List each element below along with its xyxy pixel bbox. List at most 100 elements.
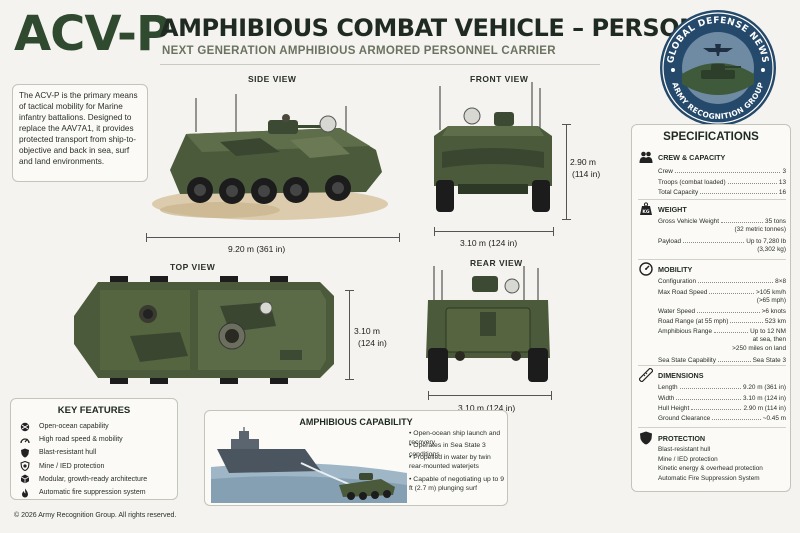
shield-icon [19,448,31,458]
side-view-label: SIDE VIEW [248,74,297,84]
front-width-label: 3.10 m (124 in) [460,238,518,248]
mobility-title: MOBILITY [658,264,693,274]
dimension-tick [434,227,435,236]
spec-row: Road Range (at 55 mph)523 km [658,318,786,326]
feature-item: Automatic fire suppression system [19,486,169,499]
section-divider [638,259,786,260]
weight-title: WEIGHT [658,204,687,214]
side-view-image [140,92,404,222]
crew-capacity-title: CREW & CAPACITY [658,152,726,162]
rear-width-dimension-line [428,395,552,396]
amphibious-item: • Propelled in water by twin rear-mounte… [409,454,491,470]
logo-text: ACV-P [14,6,171,62]
dimension-tick [345,379,354,380]
amphibious-capability-title: AMPHIBIOUS CAPABILITY [299,417,413,427]
top-view-label: TOP VIEW [170,262,216,272]
global-defense-news-badge: GLOBAL DEFENSE NEWS ARMY RECOGNITION GRO… [651,8,785,128]
speedometer-icon [638,261,654,277]
spec-row-extra: (3,302 kg) [757,245,786,253]
top-width-value: 3.10 m [354,326,380,336]
dimension-tick [562,124,571,125]
feature-label: Blast-resistant hull [39,449,97,457]
section-divider [638,199,786,200]
dimension-tick [345,290,354,291]
amphibious-item: • Capable of negotiating up to 9 ft (2.7… [409,476,504,492]
amphibious-capability-box: AMPHIBIOUS CAPABILITY • Open-ocean ship … [204,410,508,506]
footer-copyright: © 2026 Army Recognition Group. All right… [14,512,177,519]
shield-icon [638,430,654,446]
spec-row-extra: (>65 mph) [756,296,786,304]
dimension-tick [428,391,429,400]
top-width-unit: (124 in) [358,338,387,348]
dimension-tick [146,233,147,242]
front-height-dimension-line [566,124,567,220]
intro-text: The ACV-P is the primary means of tactic… [19,91,138,166]
spec-row: Troops (combat loaded)13 [658,178,786,186]
dimension-tick [551,391,552,400]
page-subtitle: NEXT GENERATION AMPHIBIOUS ARMORED PERSO… [162,45,556,57]
protection-item: Automatic Fire Suppression System [658,474,760,482]
spec-row-extra: (32 metric tonnes) [734,226,787,234]
rear-view-image [420,262,556,392]
feature-item: Open-ocean capability [19,420,169,433]
page-title: AMPHIBIOUS COMBAT VEHICLE – PERSONNEL [160,14,749,42]
protection-item: Kinetic energy & overhead protection [658,465,763,472]
front-height-value: 2.90 m [570,157,596,167]
dimension-tick [399,233,400,242]
feature-item: Modular, growth-ready architecture [19,473,169,486]
dimension-tick [562,219,571,220]
rear-width-label: 3.10 m (124 in) [458,403,516,413]
spec-row-extra: >250 miles on land [732,345,786,353]
top-view-image [70,276,340,384]
cube-icon [19,474,31,484]
front-view-label: FRONT VIEW [470,74,529,84]
front-width-dimension-line [434,231,554,232]
amphibious-scene-image [211,427,407,503]
protection-title: PROTECTION [658,433,706,443]
svg-text:KG: KG [642,209,649,215]
feature-label: High road speed & mobility [39,436,123,444]
protection-section: PROTECTION Blast-resistant hull Mine / I… [638,431,786,483]
side-length-dimension-line [146,237,400,238]
rear-view-label: REAR VIEW [470,258,523,268]
fire-icon [19,488,31,498]
front-height-unit: (114 in) [572,169,601,179]
spec-row: Max Road Speed>105 km/h [658,288,786,296]
key-features-box: KEY FEATURES Open-ocean capability High … [10,398,178,500]
feature-label: Mine / IED protection [39,462,105,470]
feature-item: Mine / IED protection [19,460,169,473]
globe-icon [19,422,31,432]
feature-item: High road speed & mobility [19,433,169,446]
feature-item: Blast-resistant hull [19,446,169,459]
top-width-dimension-line [349,290,350,380]
feature-label: Modular, growth-ready architecture [39,475,148,483]
speedometer-icon [19,435,31,445]
header-divider [160,64,600,65]
amphibious-item: • Open-ocean ship launch and recovery [409,430,501,446]
protection-item: Mine / IED protection [658,455,718,463]
section-divider [638,365,786,366]
amphibious-item: • Operates in Sea State 3 conditions [409,442,486,458]
feature-label: Automatic fire suppression system [39,489,146,497]
people-icon [638,149,654,165]
protection-item: Blast-resistant hull [658,446,711,453]
weight-icon: KG [638,201,654,217]
spec-row: Ground Clearance~0.45 m [658,415,786,423]
front-view-image [428,80,558,220]
spec-row-extra: at sea, then [752,336,786,344]
dimension-tick [553,227,554,236]
